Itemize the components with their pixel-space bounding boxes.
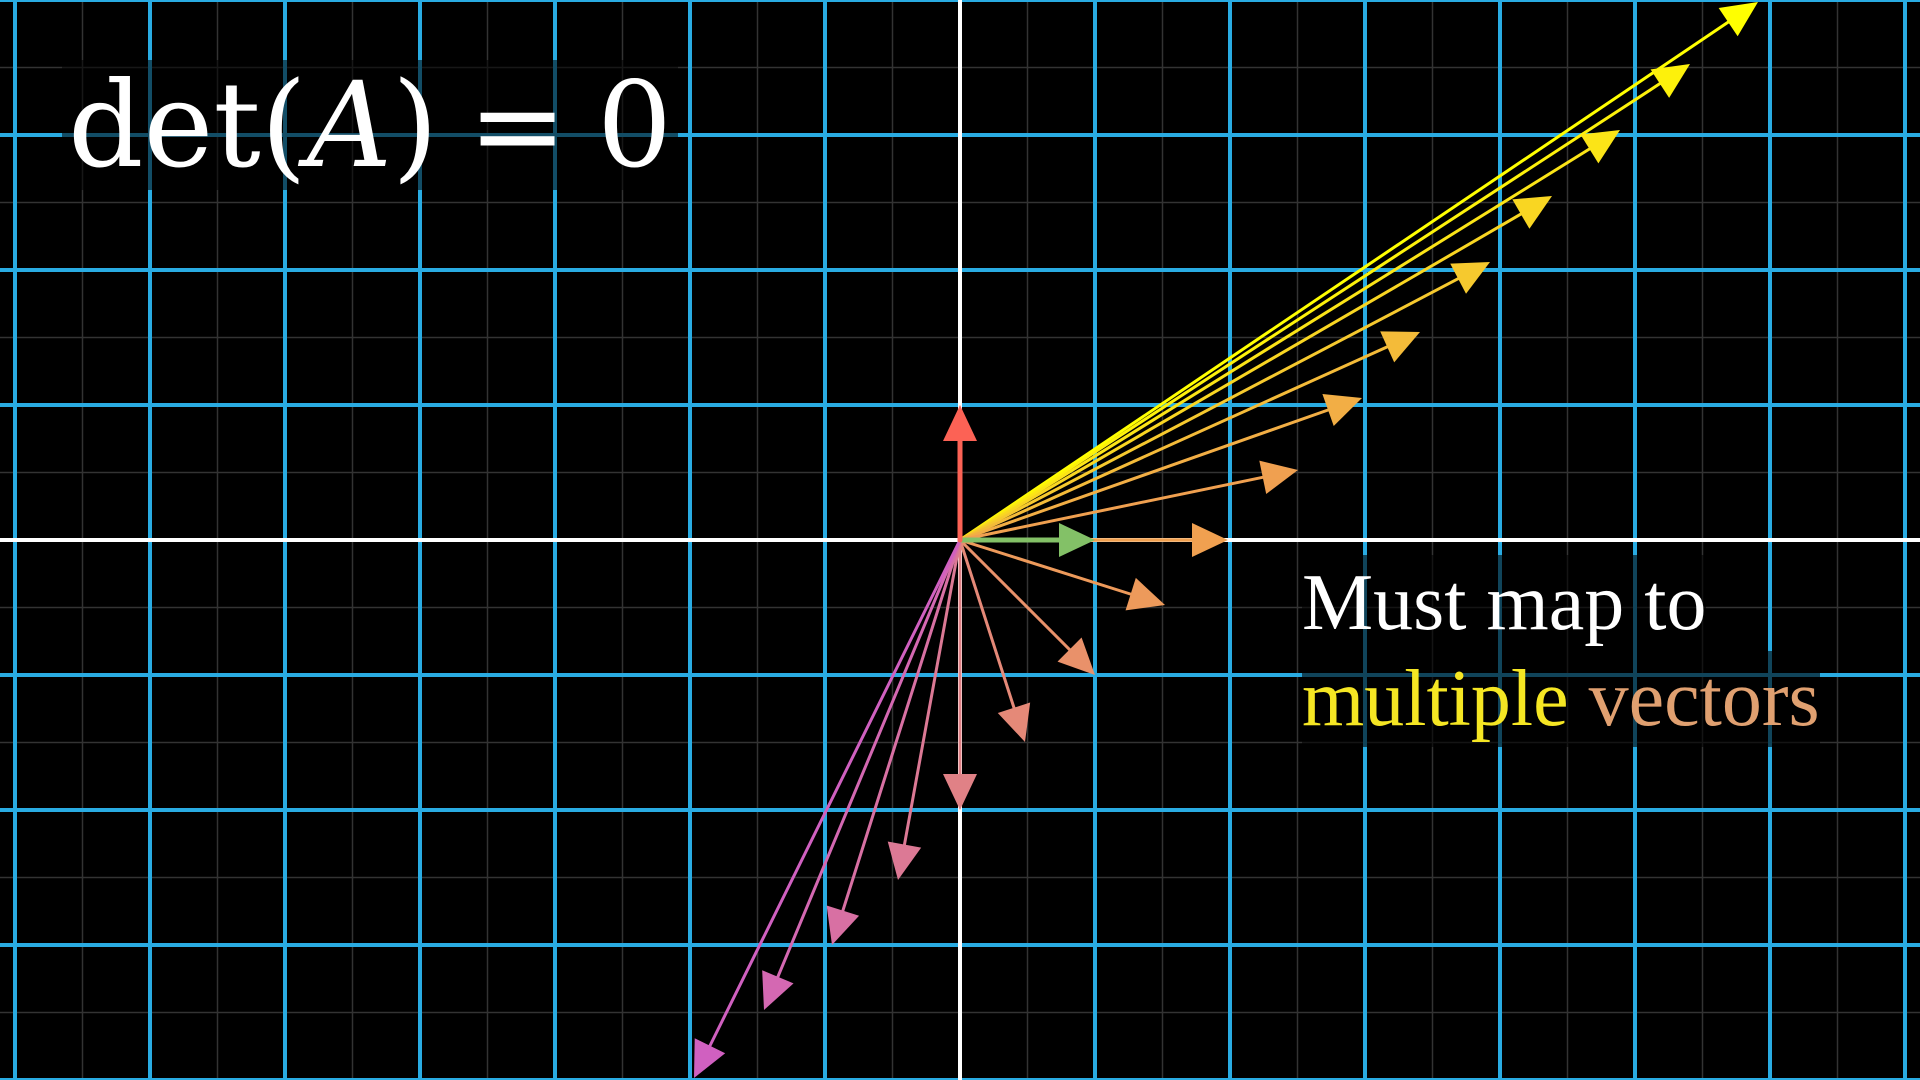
output-vector-tip: [694, 1038, 726, 1078]
output-vector: [958, 262, 1490, 542]
output-vector: [762, 538, 962, 1010]
output-vector-shaft: [958, 538, 1016, 710]
output-vector-shaft: [958, 475, 1265, 542]
output-vector-tip: [826, 905, 860, 945]
output-vector-tip: [1380, 331, 1420, 363]
output-vector-tip: [1125, 577, 1165, 611]
output-vector: [887, 538, 962, 880]
caption-line-1: Must map to: [1302, 555, 1707, 651]
output-vector: [958, 393, 1362, 542]
output-vector-shaft: [841, 538, 962, 913]
output-vector-shaft: [958, 408, 1330, 542]
output-vector: [958, 538, 1095, 675]
det-function: det: [68, 56, 261, 194]
output-vector-shaft: [776, 538, 962, 979]
basis-vector-i: [957, 523, 1095, 557]
determinant-equation: det(A)=0: [62, 60, 679, 190]
open-paren: (: [260, 56, 307, 194]
output-vector: [958, 331, 1420, 542]
basis-vector-i-tip: [1059, 523, 1095, 557]
output-vector-shaft: [958, 277, 1460, 542]
output-vector-shaft: [902, 538, 962, 847]
basis-vector-j-tip: [943, 405, 977, 441]
equals-sign: =: [468, 56, 567, 194]
output-vector-tip: [997, 702, 1031, 742]
output-vectors: [694, 2, 1758, 1078]
output-vector: [826, 538, 962, 945]
caption-word-vectors: vectors: [1588, 655, 1820, 743]
output-vector: [958, 130, 1620, 542]
output-vector-shaft: [708, 538, 962, 1048]
output-vector: [958, 64, 1690, 542]
output-vector-shaft: [958, 538, 1133, 596]
matrix-variable: A: [306, 56, 393, 194]
output-vector-shaft: [958, 82, 1662, 542]
output-vector-shaft: [958, 345, 1389, 542]
output-vector: [958, 538, 1031, 742]
output-vector-tip: [943, 774, 977, 810]
determinant-value: 0: [596, 56, 673, 194]
output-vector-shaft: [958, 147, 1591, 542]
output-vector-tip: [1322, 393, 1362, 427]
output-vector-shaft: [958, 20, 1730, 542]
output-vector-tip: [1450, 262, 1490, 294]
output-vector-tip: [1057, 637, 1095, 675]
basis-vector-j: [943, 405, 977, 543]
caption-word-multiple: multiple: [1302, 655, 1569, 743]
caption: Must map to multiple vectors: [1302, 555, 1820, 747]
close-paren: ): [392, 56, 439, 194]
output-vector-shaft: [958, 212, 1523, 542]
output-vector: [958, 196, 1552, 542]
caption-line-2: multiple vectors: [1302, 651, 1820, 747]
output-vector: [694, 538, 962, 1078]
output-vector: [958, 2, 1758, 542]
output-vector-tip: [1512, 196, 1552, 229]
output-vector-shaft: [958, 538, 1072, 652]
output-vector: [943, 538, 977, 810]
output-vector: [958, 460, 1298, 542]
output-vector-tip: [1259, 460, 1298, 494]
output-vector-tip: [1718, 2, 1758, 37]
output-vector-tip: [1192, 523, 1228, 557]
output-vector: [958, 538, 1165, 611]
output-vector-tip: [762, 970, 794, 1010]
output-vector-tip: [887, 841, 922, 880]
output-vector-tip: [1650, 64, 1690, 98]
output-vector-tip: [1580, 130, 1620, 164]
